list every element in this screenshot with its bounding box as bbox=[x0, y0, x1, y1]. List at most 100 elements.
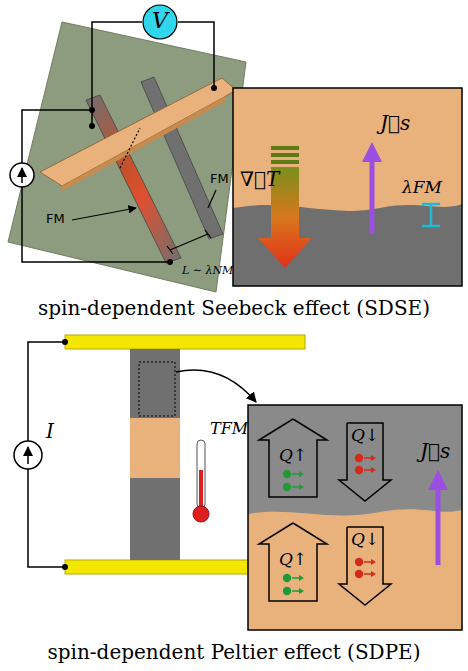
node-label: Q↓ bbox=[338, 422, 392, 445]
wires bbox=[22, 22, 214, 262]
thermometer bbox=[193, 440, 209, 522]
wires bbox=[28, 342, 65, 441]
leader-lines bbox=[167, 246, 173, 254]
carrier-dot bbox=[283, 470, 291, 478]
interface-inset bbox=[233, 88, 462, 286]
current-source bbox=[27, 447, 29, 464]
spin-current-arrow bbox=[428, 470, 448, 490]
heat-current-arrow: Q↑ bbox=[258, 522, 328, 602]
thermometer bbox=[199, 470, 203, 510]
temperature-label: TFM bbox=[210, 420, 248, 438]
spin-current-arrow bbox=[362, 142, 382, 234]
arrow-outline bbox=[259, 523, 327, 601]
interface-inset bbox=[233, 88, 462, 286]
arrow-outline bbox=[339, 527, 391, 605]
node-label: Q↓ bbox=[338, 526, 392, 549]
leader-lines bbox=[205, 230, 211, 238]
carrier-arrow bbox=[299, 471, 304, 477]
carrier-arrow bbox=[299, 575, 304, 581]
carrier-dot bbox=[355, 454, 363, 462]
spin-current-label: J⃗s bbox=[420, 440, 450, 462]
zoom-arrow bbox=[176, 370, 256, 402]
wires bbox=[22, 110, 92, 163]
carrier-arrow bbox=[299, 588, 304, 594]
carrier-dot bbox=[283, 483, 291, 491]
multilayer-stack bbox=[139, 362, 175, 416]
multilayer-stack bbox=[130, 349, 180, 418]
heat-current-arrow: Q↑ bbox=[258, 418, 328, 498]
material-label: FM bbox=[210, 172, 229, 186]
interface-inset bbox=[233, 88, 462, 286]
wires bbox=[92, 22, 142, 126]
temperature-gradient-arrow bbox=[271, 153, 299, 157]
nonmagnetic-channel bbox=[40, 78, 236, 191]
leader-lines bbox=[72, 190, 216, 254]
temperature-gradient-arrow bbox=[271, 160, 299, 164]
gradient-label: ∇⃗T bbox=[240, 168, 279, 190]
multilayer-stack bbox=[130, 349, 180, 560]
carrier-arrow bbox=[371, 467, 376, 473]
arrow-outline bbox=[259, 419, 327, 497]
contact-dots bbox=[167, 259, 173, 265]
heat-current-arrow: Q↓ bbox=[338, 526, 392, 606]
multilayer-stack bbox=[130, 478, 180, 560]
leader-lines bbox=[170, 234, 208, 250]
substrate bbox=[8, 22, 246, 292]
carrier-dots bbox=[283, 470, 304, 491]
carrier-arrow bbox=[371, 559, 376, 565]
current-label: I bbox=[46, 420, 54, 442]
spin-current-arrow bbox=[370, 160, 375, 234]
current-source bbox=[10, 163, 34, 187]
arrow-outline bbox=[339, 423, 391, 501]
carrier-dots bbox=[283, 574, 304, 595]
contact-dots bbox=[62, 339, 68, 570]
node-label: Q↑ bbox=[258, 522, 328, 569]
current-source bbox=[10, 163, 34, 187]
caption: spin-dependent Peltier effect (SDPE) bbox=[47, 641, 420, 663]
carrier-dot bbox=[283, 587, 291, 595]
carrier-dots bbox=[355, 558, 376, 578]
contact-dots bbox=[89, 123, 95, 129]
interface-inset bbox=[248, 405, 462, 630]
leader-lines bbox=[72, 208, 136, 220]
interface-inset bbox=[248, 405, 462, 630]
carrier-arrow bbox=[371, 455, 376, 461]
caption: spin-dependent Seebeck effect (SDSE) bbox=[38, 297, 430, 319]
spin-current-arrow bbox=[436, 488, 441, 565]
contact-dots bbox=[89, 107, 95, 113]
interface-inset bbox=[248, 509, 462, 630]
length-label: λFM bbox=[402, 178, 442, 197]
voltmeter-circle bbox=[143, 5, 177, 39]
wires bbox=[28, 469, 65, 567]
current-source bbox=[14, 441, 42, 469]
heat-current-arrow: Q↓ bbox=[338, 422, 392, 502]
carrier-dot bbox=[355, 466, 363, 474]
contact-dots bbox=[62, 564, 68, 570]
multilayer-stack bbox=[130, 418, 180, 478]
voltmeter-circle: V bbox=[142, 4, 178, 40]
carrier-arrow bbox=[371, 571, 376, 577]
carrier-dot bbox=[355, 570, 363, 578]
spin-current-label: J⃗s bbox=[380, 112, 410, 134]
carrier-dot bbox=[283, 574, 291, 582]
node-label: V bbox=[142, 4, 178, 33]
carrier-dot bbox=[355, 558, 363, 566]
thermometer bbox=[193, 506, 209, 522]
nonmagnetic-channel bbox=[40, 78, 236, 186]
temperature-gradient-arrow bbox=[271, 146, 299, 150]
contact-dots bbox=[62, 339, 68, 345]
carrier-arrow bbox=[299, 484, 304, 490]
material-label: FM bbox=[46, 212, 65, 226]
spin-diffusion-length bbox=[422, 204, 440, 226]
electrodes bbox=[65, 335, 305, 349]
node-label: Q↑ bbox=[258, 418, 328, 465]
spin-current-arrow bbox=[362, 142, 382, 162]
spin-diffusion-length bbox=[430, 204, 433, 226]
current-source bbox=[21, 168, 23, 183]
spin-current-arrow bbox=[428, 470, 448, 565]
zoom-arrow bbox=[176, 370, 256, 402]
current-source bbox=[14, 441, 42, 469]
interface-inset bbox=[248, 405, 462, 630]
